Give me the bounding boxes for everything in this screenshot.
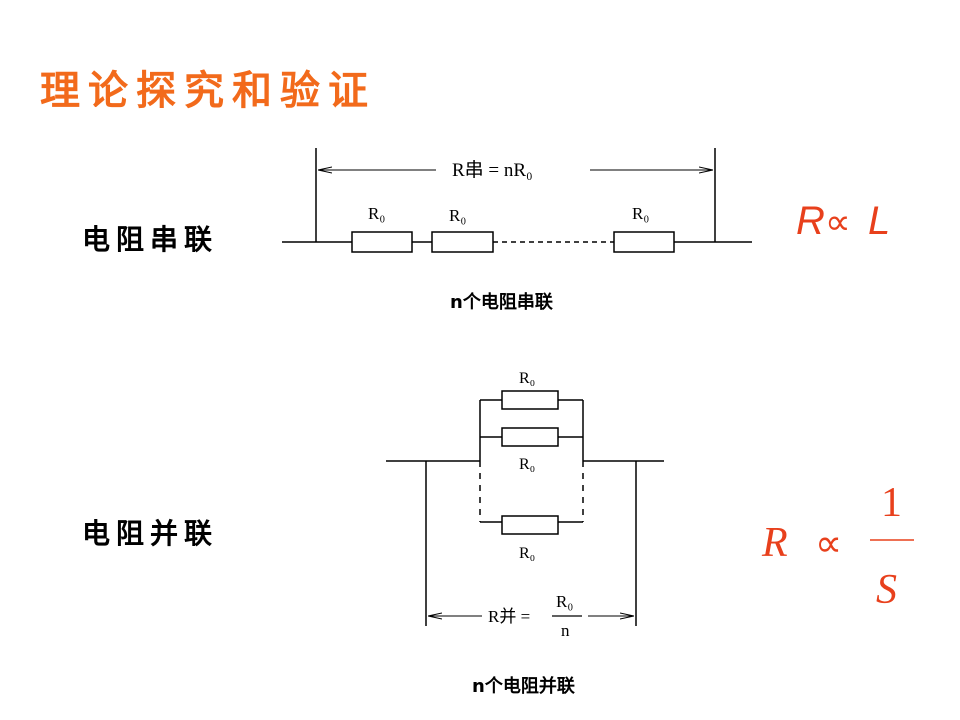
parallel-r0-label-1: R₀ — [519, 370, 535, 387]
series-total-formula: R串 = nR₀ — [452, 159, 533, 181]
series-relation-rhs: L — [868, 199, 890, 243]
page-title: 理论探究和验证 — [40, 68, 376, 114]
parallel-label: 电阻并联 — [82, 517, 219, 550]
series-r0-label-n: R₀ — [632, 204, 649, 223]
parallel-r0-label-n: R₀ — [519, 545, 535, 562]
series-relation-lhs: R — [796, 199, 825, 243]
parallel-relation-lhs: R — [761, 520, 788, 566]
parallel-caption: n个电阻并联 — [472, 676, 575, 697]
series-r0-label-1: R₀ — [368, 204, 385, 223]
parallel-resistor-2 — [501, 427, 559, 447]
parallel-resistor-n — [501, 515, 559, 535]
series-resistor-n — [613, 231, 675, 253]
parallel-formula-numerator: R₀ — [556, 592, 573, 611]
parallel-r0-label-2: R₀ — [519, 456, 535, 473]
series-resistor-2 — [431, 231, 494, 253]
parallel-relation-symbol: ∝ — [815, 523, 842, 565]
series-circuit — [282, 148, 752, 253]
series-r0-label-2: R₀ — [449, 206, 466, 225]
series-relation-symbol: ∝ — [825, 201, 851, 242]
series-resistor-1 — [351, 231, 413, 253]
series-label: 电阻串联 — [82, 223, 219, 256]
series-caption: n个电阻串联 — [450, 292, 553, 313]
parallel-circuit — [386, 390, 664, 626]
parallel-relation-numerator: 1 — [881, 480, 902, 526]
parallel-formula-denominator: n — [561, 621, 570, 640]
parallel-relation-denominator: S — [876, 567, 897, 613]
parallel-resistor-1 — [501, 390, 559, 410]
parallel-formula-lhs: R并 = — [488, 607, 530, 626]
